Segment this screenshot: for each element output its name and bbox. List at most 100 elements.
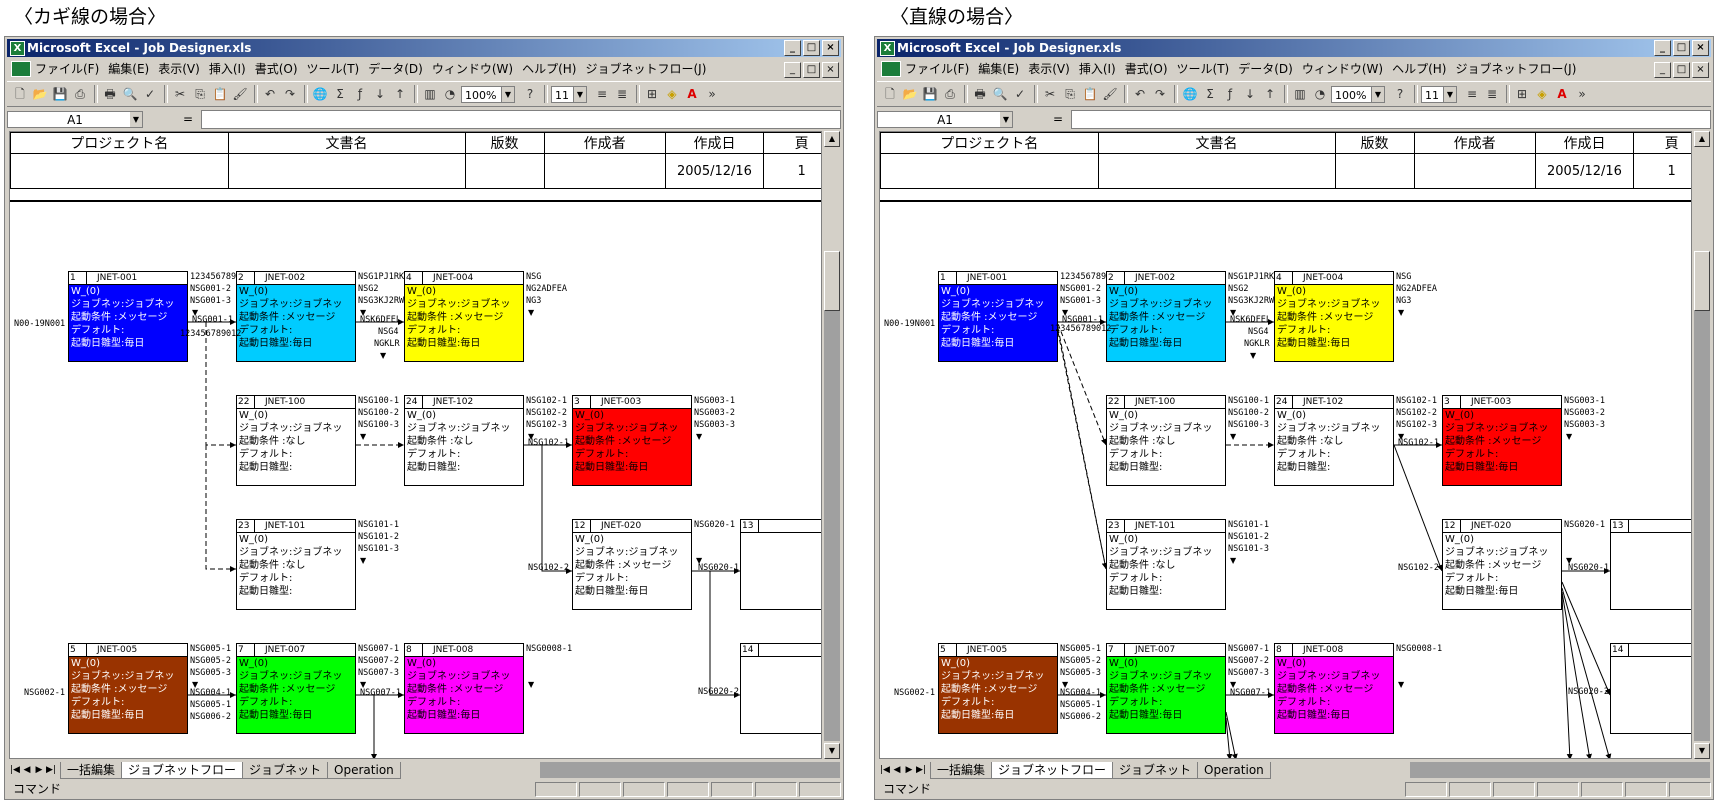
spelling-icon[interactable]: ✓ bbox=[1014, 87, 1026, 101]
doc-minimize-icon[interactable]: _ bbox=[784, 62, 801, 78]
font-size-select[interactable]: 11▼ bbox=[1421, 85, 1457, 103]
sort-descending-icon[interactable]: ↑ bbox=[1264, 87, 1276, 101]
doc-close-icon[interactable]: × bbox=[822, 62, 839, 78]
expand-triangle-icon[interactable]: ▼ bbox=[1230, 432, 1237, 441]
spelling-icon[interactable]: ✓ bbox=[144, 87, 156, 101]
expand-triangle-icon[interactable]: ▼ bbox=[1062, 308, 1069, 317]
workbook-icon[interactable] bbox=[11, 61, 31, 77]
autosum-icon[interactable]: Σ bbox=[1206, 87, 1214, 101]
expand-triangle-icon[interactable]: ▼ bbox=[1566, 556, 1573, 565]
excel-app-icon[interactable]: X bbox=[880, 41, 895, 56]
format-painter-icon[interactable]: 🖌 bbox=[1102, 87, 1118, 101]
job-box-partial[interactable]: 13 bbox=[1610, 519, 1691, 610]
expand-triangle-icon[interactable]: ▼ bbox=[1230, 308, 1237, 317]
borders-icon[interactable]: ⊞ bbox=[646, 87, 658, 101]
scroll-track[interactable] bbox=[824, 311, 840, 741]
redo-icon[interactable]: ↷ bbox=[284, 87, 296, 101]
menu-item[interactable]: ヘルプ(H) bbox=[522, 62, 577, 76]
restore-icon[interactable]: □ bbox=[803, 40, 820, 56]
prev-sheet-icon[interactable]: ◀ bbox=[23, 765, 31, 775]
align-center-icon[interactable]: ≡ bbox=[596, 87, 608, 101]
menu-item[interactable]: 書式(O) bbox=[1124, 62, 1168, 76]
formula-input[interactable] bbox=[1071, 109, 1711, 129]
sheet-tab[interactable]: ジョブネット bbox=[1112, 761, 1199, 779]
expand-triangle-icon[interactable]: ▼ bbox=[696, 432, 703, 441]
expand-triangle-icon[interactable]: ▼ bbox=[1398, 308, 1405, 317]
permission-icon[interactable]: ⎙ bbox=[75, 87, 85, 101]
next-sheet-icon[interactable]: ▶ bbox=[35, 765, 43, 775]
minimize-icon[interactable]: _ bbox=[784, 40, 801, 56]
function-icon[interactable]: ƒ bbox=[357, 87, 363, 101]
sheet-tab[interactable]: Operation bbox=[1197, 761, 1271, 779]
open-icon[interactable]: 📂 bbox=[32, 87, 48, 101]
menu-item[interactable]: データ(D) bbox=[1238, 62, 1293, 76]
expand-triangle-icon[interactable]: ▼ bbox=[1250, 351, 1257, 360]
prev-sheet-icon[interactable]: ◀ bbox=[893, 765, 901, 775]
expand-triangle-icon[interactable]: ▼ bbox=[360, 308, 367, 317]
save-icon[interactable]: 💾 bbox=[922, 87, 938, 101]
paste-icon[interactable]: 📋 bbox=[1082, 87, 1098, 101]
job-box-partial[interactable]: 13 bbox=[740, 519, 821, 610]
menu-item[interactable]: ウィンドウ(W) bbox=[431, 62, 514, 76]
scroll-thumb[interactable] bbox=[1694, 251, 1710, 311]
menu-item[interactable]: 表示(V) bbox=[158, 62, 200, 76]
expand-triangle-icon[interactable]: ▼ bbox=[192, 308, 199, 317]
sheet-tab[interactable]: ジョブネット bbox=[242, 761, 329, 779]
name-box[interactable]: A1▼ bbox=[877, 110, 1013, 128]
chart-wizard-icon[interactable]: ▥ bbox=[424, 87, 436, 101]
formula-input[interactable] bbox=[201, 109, 841, 129]
expand-triangle-icon[interactable]: ▼ bbox=[1566, 432, 1573, 441]
next-sheet-icon[interactable]: ▶ bbox=[905, 765, 913, 775]
font-color-icon[interactable]: A bbox=[687, 87, 697, 101]
font-color-icon[interactable]: A bbox=[1557, 87, 1567, 101]
menu-item[interactable]: ファイル(F) bbox=[905, 62, 970, 76]
expand-triangle-icon[interactable]: ▼ bbox=[1398, 680, 1405, 689]
doc-close-icon[interactable]: × bbox=[1692, 62, 1709, 78]
job-box-partial[interactable]: 14 bbox=[1610, 643, 1691, 734]
menu-item[interactable]: データ(D) bbox=[368, 62, 423, 76]
expand-triangle-icon[interactable]: ▼ bbox=[192, 680, 199, 689]
sheet-tab[interactable]: Operation bbox=[327, 761, 401, 779]
format-painter-icon[interactable]: 🖌 bbox=[232, 87, 248, 101]
align-right-icon[interactable]: ≣ bbox=[1486, 87, 1498, 101]
scroll-up-icon[interactable]: ▲ bbox=[824, 131, 840, 147]
menu-item[interactable]: 書式(O) bbox=[254, 62, 298, 76]
expand-triangle-icon[interactable]: ▼ bbox=[1062, 680, 1069, 689]
sheet-tab[interactable]: 一括編集 bbox=[930, 761, 993, 779]
menu-item[interactable]: ツール(T) bbox=[306, 62, 360, 76]
menu-item[interactable]: ファイル(F) bbox=[35, 62, 100, 76]
align-right-icon[interactable]: ≣ bbox=[616, 87, 628, 101]
zoom-select[interactable]: 100%▼ bbox=[461, 85, 515, 103]
copy-icon[interactable]: ⎘ bbox=[1065, 87, 1075, 101]
last-sheet-icon[interactable]: ▶| bbox=[46, 765, 56, 775]
menu-item[interactable]: 表示(V) bbox=[1028, 62, 1070, 76]
drawing-icon[interactable]: ◔ bbox=[444, 87, 456, 101]
sort-ascending-icon[interactable]: ↓ bbox=[1244, 87, 1256, 101]
print-icon[interactable]: 🖶 bbox=[974, 87, 986, 101]
function-icon[interactable]: ƒ bbox=[1227, 87, 1233, 101]
new-icon[interactable]: 🗋 bbox=[885, 87, 895, 101]
scroll-down-icon[interactable]: ▼ bbox=[824, 743, 840, 759]
vertical-scrollbar[interactable]: ▲ ▼ bbox=[1694, 131, 1710, 759]
fill-color-icon[interactable]: ◈ bbox=[667, 87, 677, 101]
close-icon[interactable]: × bbox=[1692, 40, 1709, 56]
print-preview-icon[interactable]: 🔍 bbox=[122, 87, 138, 101]
name-box[interactable]: A1▼ bbox=[7, 110, 143, 128]
menu-item[interactable]: 挿入(I) bbox=[1078, 62, 1116, 76]
close-icon[interactable]: × bbox=[822, 40, 839, 56]
paste-icon[interactable]: 📋 bbox=[212, 87, 228, 101]
